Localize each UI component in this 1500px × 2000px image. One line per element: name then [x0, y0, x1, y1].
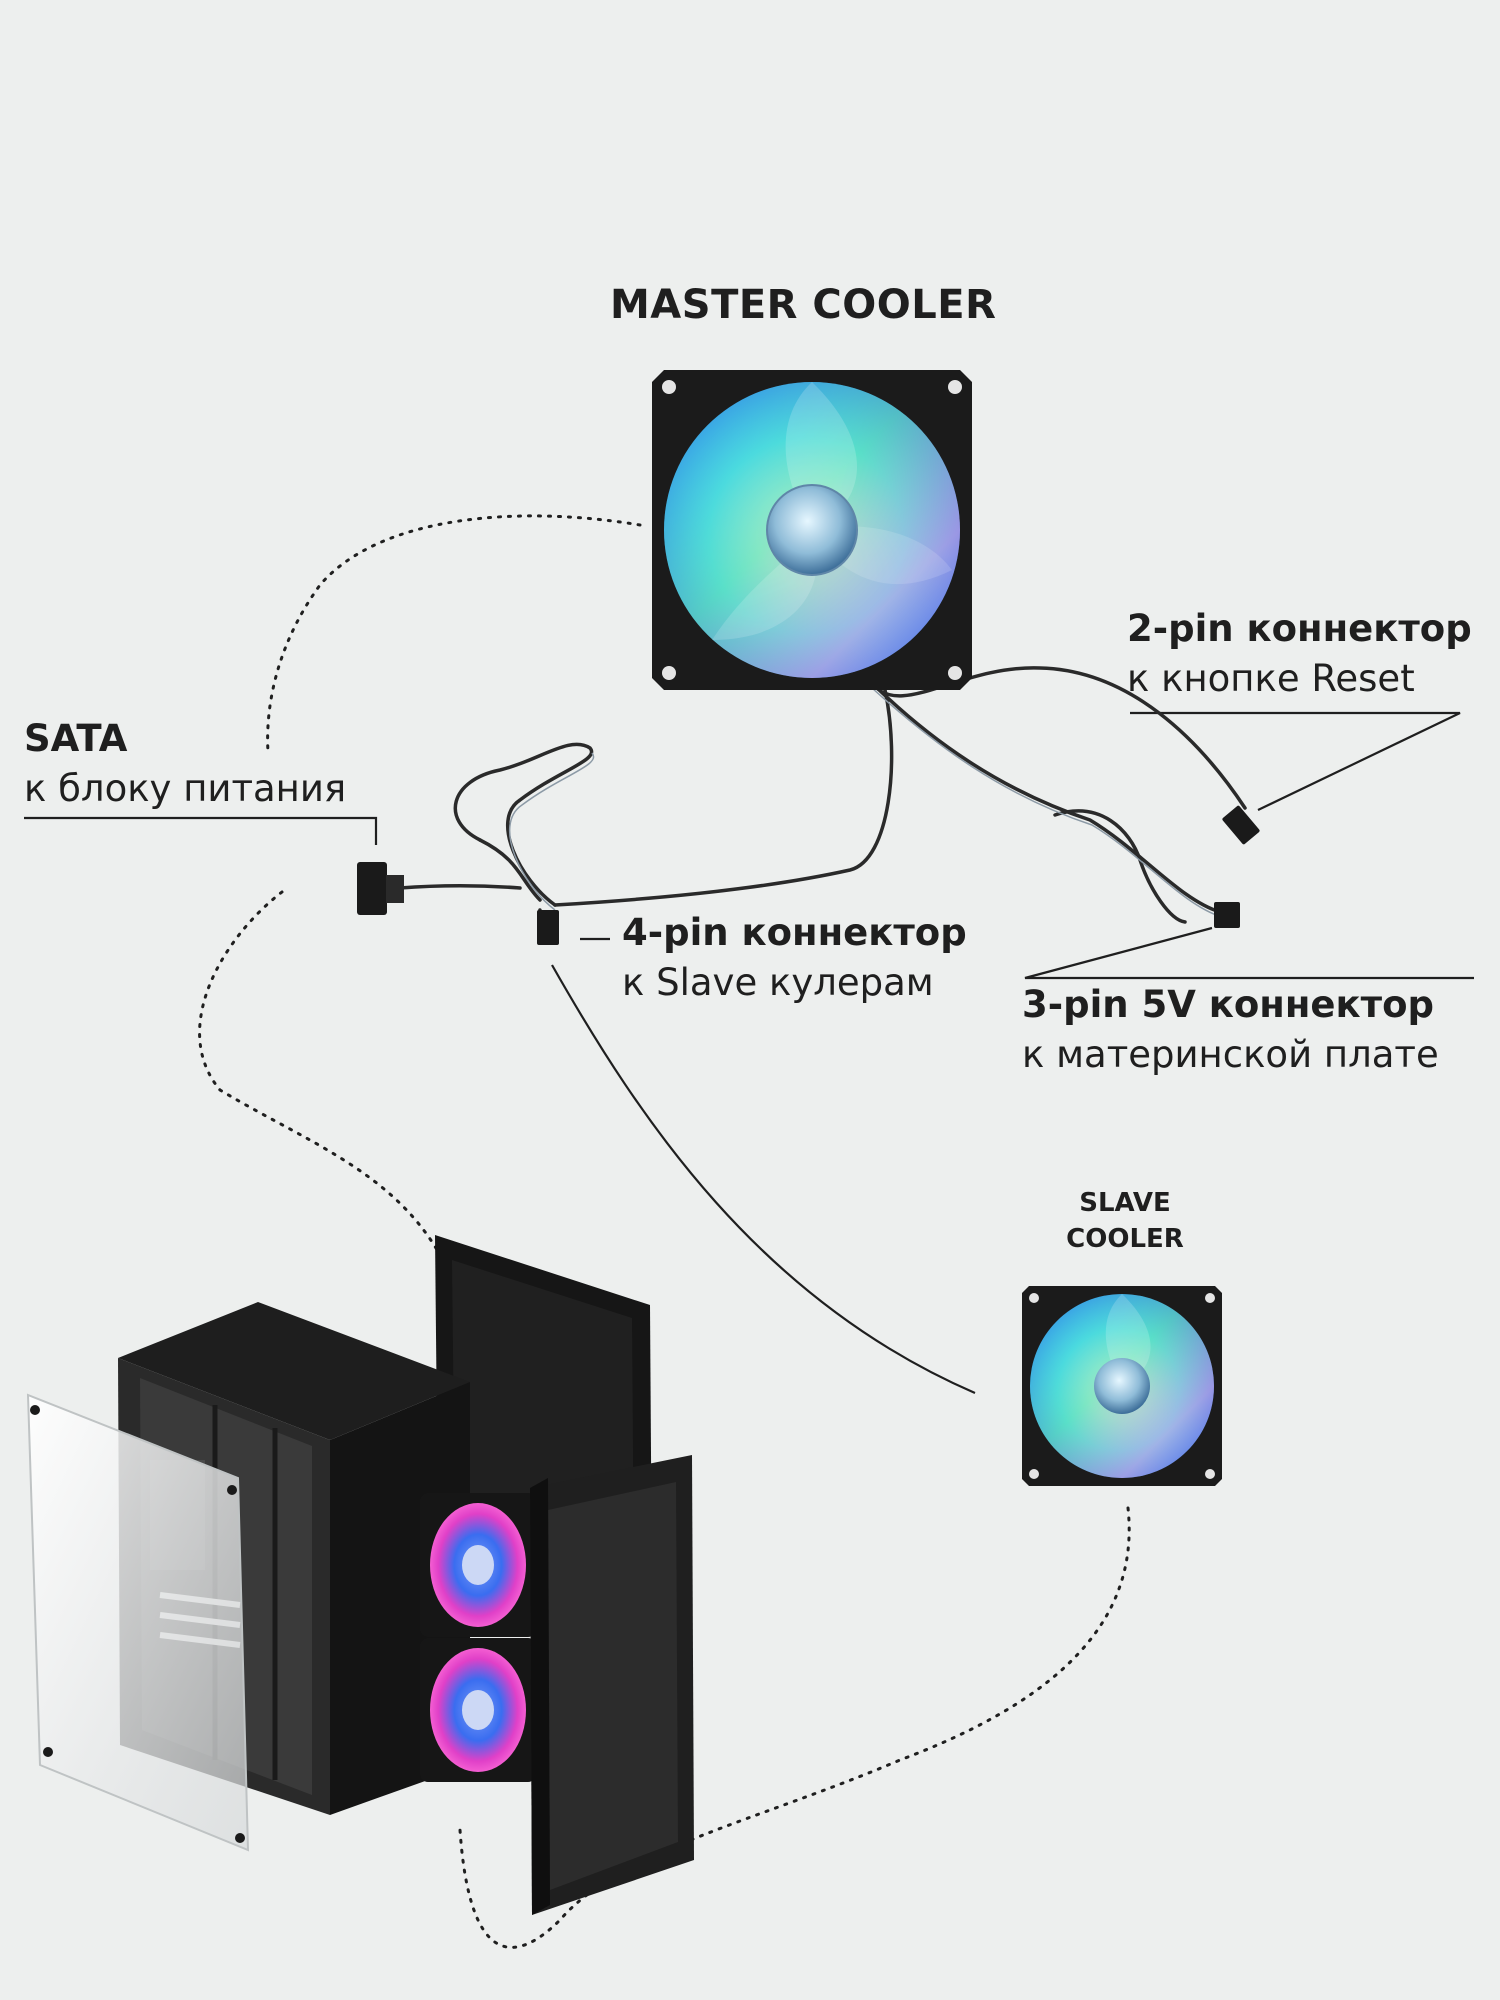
connectors	[357, 805, 1260, 945]
case-top	[118, 1302, 470, 1440]
3pin-desc: к материнской плате	[1022, 1033, 1439, 1076]
4pin-title: 4-pin коннектор	[622, 911, 967, 954]
curve-4pin-to-slave	[551, 964, 976, 1395]
2pin-title: 2-pin коннектор	[1127, 607, 1472, 650]
dotted-line-sata-to-case	[198, 890, 470, 1382]
master-cooler-fan	[652, 370, 972, 690]
slave-cooler-title: SLAVE COOLER	[1030, 1185, 1220, 1257]
4pin-label: 4-pin коннектор к Slave кулерам	[622, 908, 967, 1008]
2pin-label: 2-pin коннектор к кнопке Reset	[1127, 604, 1472, 704]
cables	[398, 666, 1247, 932]
master-cooler-title: MASTER COOLER	[610, 282, 997, 328]
sata-title: SATA	[24, 717, 128, 760]
2pin-desc: к кнопке Reset	[1127, 657, 1415, 700]
cables-light	[508, 687, 1223, 918]
dotted-line-slave-to-case	[458, 1506, 1131, 1949]
leader-line-3pin	[1024, 926, 1474, 980]
sata-desc: к блоку питания	[24, 767, 347, 810]
sata-label: SATA к блоку питания	[24, 714, 346, 814]
case-glass-panel	[26, 1393, 250, 1852]
slave-title-line2: COOLER	[1066, 1224, 1184, 1254]
case-fan-upper	[420, 1493, 536, 1637]
4pin-desc: к Slave кулерам	[622, 961, 934, 1004]
leader-line-2pin	[1130, 711, 1461, 811]
3pin-title: 3-pin 5V коннектор	[1022, 983, 1434, 1026]
leader-line-sata	[24, 816, 378, 845]
2pin-connector	[1222, 805, 1260, 845]
3pin-label: 3-pin 5V коннектор к материнской плате	[1022, 980, 1439, 1080]
dotted-line-master-to-sata	[266, 514, 642, 754]
slave-title-line1: SLAVE	[1079, 1188, 1171, 1218]
sata-connector	[357, 862, 387, 915]
leader-lines	[24, 711, 1474, 1395]
slave-cooler-fan	[1022, 1286, 1222, 1486]
case-fan-lower	[420, 1638, 536, 1782]
pc-case-exploded	[26, 1235, 694, 1915]
3pin-connector	[1214, 902, 1240, 928]
4pin-connector	[537, 910, 559, 945]
